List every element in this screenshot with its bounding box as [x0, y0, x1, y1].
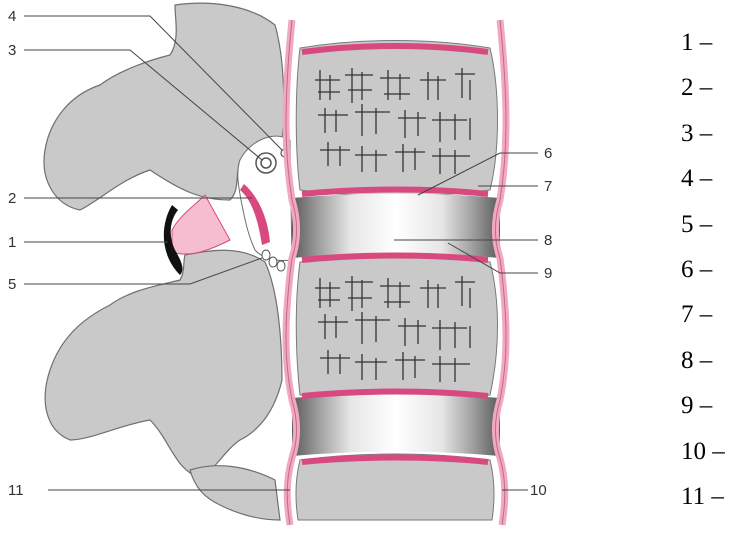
callout-7: 7 [544, 178, 552, 195]
bottom-vertebral-body [296, 454, 494, 520]
callout-4: 4 [8, 8, 16, 25]
lower-arch-tail [190, 466, 280, 520]
upper-vertebral-body [296, 41, 497, 197]
spine-diagram: 4 3 2 1 5 6 7 8 9 11 10 [0, 0, 600, 558]
legend-item-4: 4 – [681, 156, 752, 201]
callout-3: 3 [8, 42, 16, 59]
callout-9: 9 [544, 265, 552, 282]
legend-item-10: 10 – [681, 429, 752, 474]
legend-item-1: 1 – [681, 20, 752, 65]
lower-vertebral-body [296, 258, 497, 401]
callout-1: 1 [8, 234, 16, 251]
legend-item-6: 6 – [681, 247, 752, 292]
legend-item-5: 5 – [681, 202, 752, 247]
legend-item-8: 8 – [681, 338, 752, 383]
callout-8: 8 [544, 232, 552, 249]
legend-item-9: 9 – [681, 383, 752, 428]
vessel-c [277, 261, 285, 271]
callout-6: 6 [544, 145, 552, 162]
legend-item-7: 7 – [681, 292, 752, 337]
callout-5: 5 [8, 276, 16, 293]
legend-item-2: 2 – [681, 65, 752, 110]
legend-list: 1 – 2 – 3 – 4 – 5 – 6 – 7 – 8 – 9 – 10 –… [681, 20, 752, 519]
upper-intervertebral-disc [292, 194, 500, 259]
callout-11: 11 [8, 482, 24, 499]
vessel-b [269, 257, 277, 267]
legend-item-11: 11 – [681, 474, 752, 519]
vessel-a [262, 250, 270, 260]
lower-intervertebral-disc [292, 394, 500, 457]
callout-10: 10 [530, 482, 547, 499]
callout-2: 2 [8, 190, 16, 207]
legend-item-3: 3 – [681, 111, 752, 156]
facet-joint-capsule [172, 195, 230, 254]
